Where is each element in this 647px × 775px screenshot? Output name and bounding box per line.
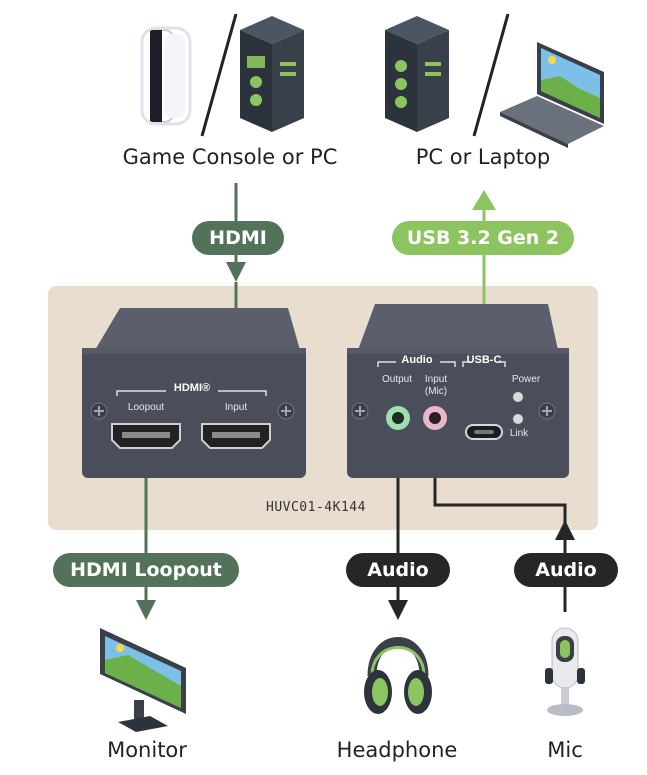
host-label: PC or Laptop [415, 145, 551, 169]
console-label: Game Console or PC [122, 145, 338, 169]
audio-output-port-label: Output [381, 374, 413, 385]
or-divider [472, 13, 510, 137]
hdmi-loopout-pill: HDMI Loopout [53, 553, 239, 587]
audio-input-port-label-line1: Input [424, 374, 448, 385]
audio-output-pill: Audio [346, 553, 450, 587]
usb-c-port [465, 424, 503, 440]
link-led-label: Link [509, 428, 529, 439]
hdmi-loopout-port [111, 423, 181, 449]
or-divider [200, 13, 238, 137]
audio-input-jack [423, 406, 447, 430]
link-led [513, 414, 523, 424]
monitor-icon [100, 628, 186, 732]
mic-label: Mic [547, 738, 583, 762]
pc-tower-icon [240, 16, 304, 132]
game-console-icon [140, 26, 192, 126]
headphone-label: Headphone [336, 738, 458, 762]
power-led [513, 392, 523, 402]
usb-c-group-label: USB-C [466, 354, 502, 366]
hdmi-input-pill: HDMI [192, 221, 284, 255]
audio-input-pill: Audio [514, 553, 618, 587]
audio-output-jack [386, 406, 410, 430]
laptop-icon [500, 42, 604, 148]
pc-tower-icon [385, 16, 449, 132]
usb-pill: USB 3.2 Gen 2 [392, 221, 574, 255]
audio-group-label: Audio [401, 354, 433, 366]
monitor-label: Monitor [107, 738, 187, 762]
hdmi-input-port [201, 423, 271, 449]
hdmi-loopout-port-label: Loopout [127, 402, 165, 413]
hdmi-group-label: HDMI® [166, 382, 218, 394]
power-led-label: Power [511, 374, 541, 385]
headphone-icon [364, 637, 432, 714]
capture-device-usb-side [347, 304, 569, 478]
device-model-label: HUVC01-4K144 [266, 500, 366, 515]
microphone-icon [545, 627, 585, 716]
hdmi-input-port-label: Input [224, 402, 248, 413]
audio-input-port-label-line2: (Mic) [424, 386, 448, 397]
